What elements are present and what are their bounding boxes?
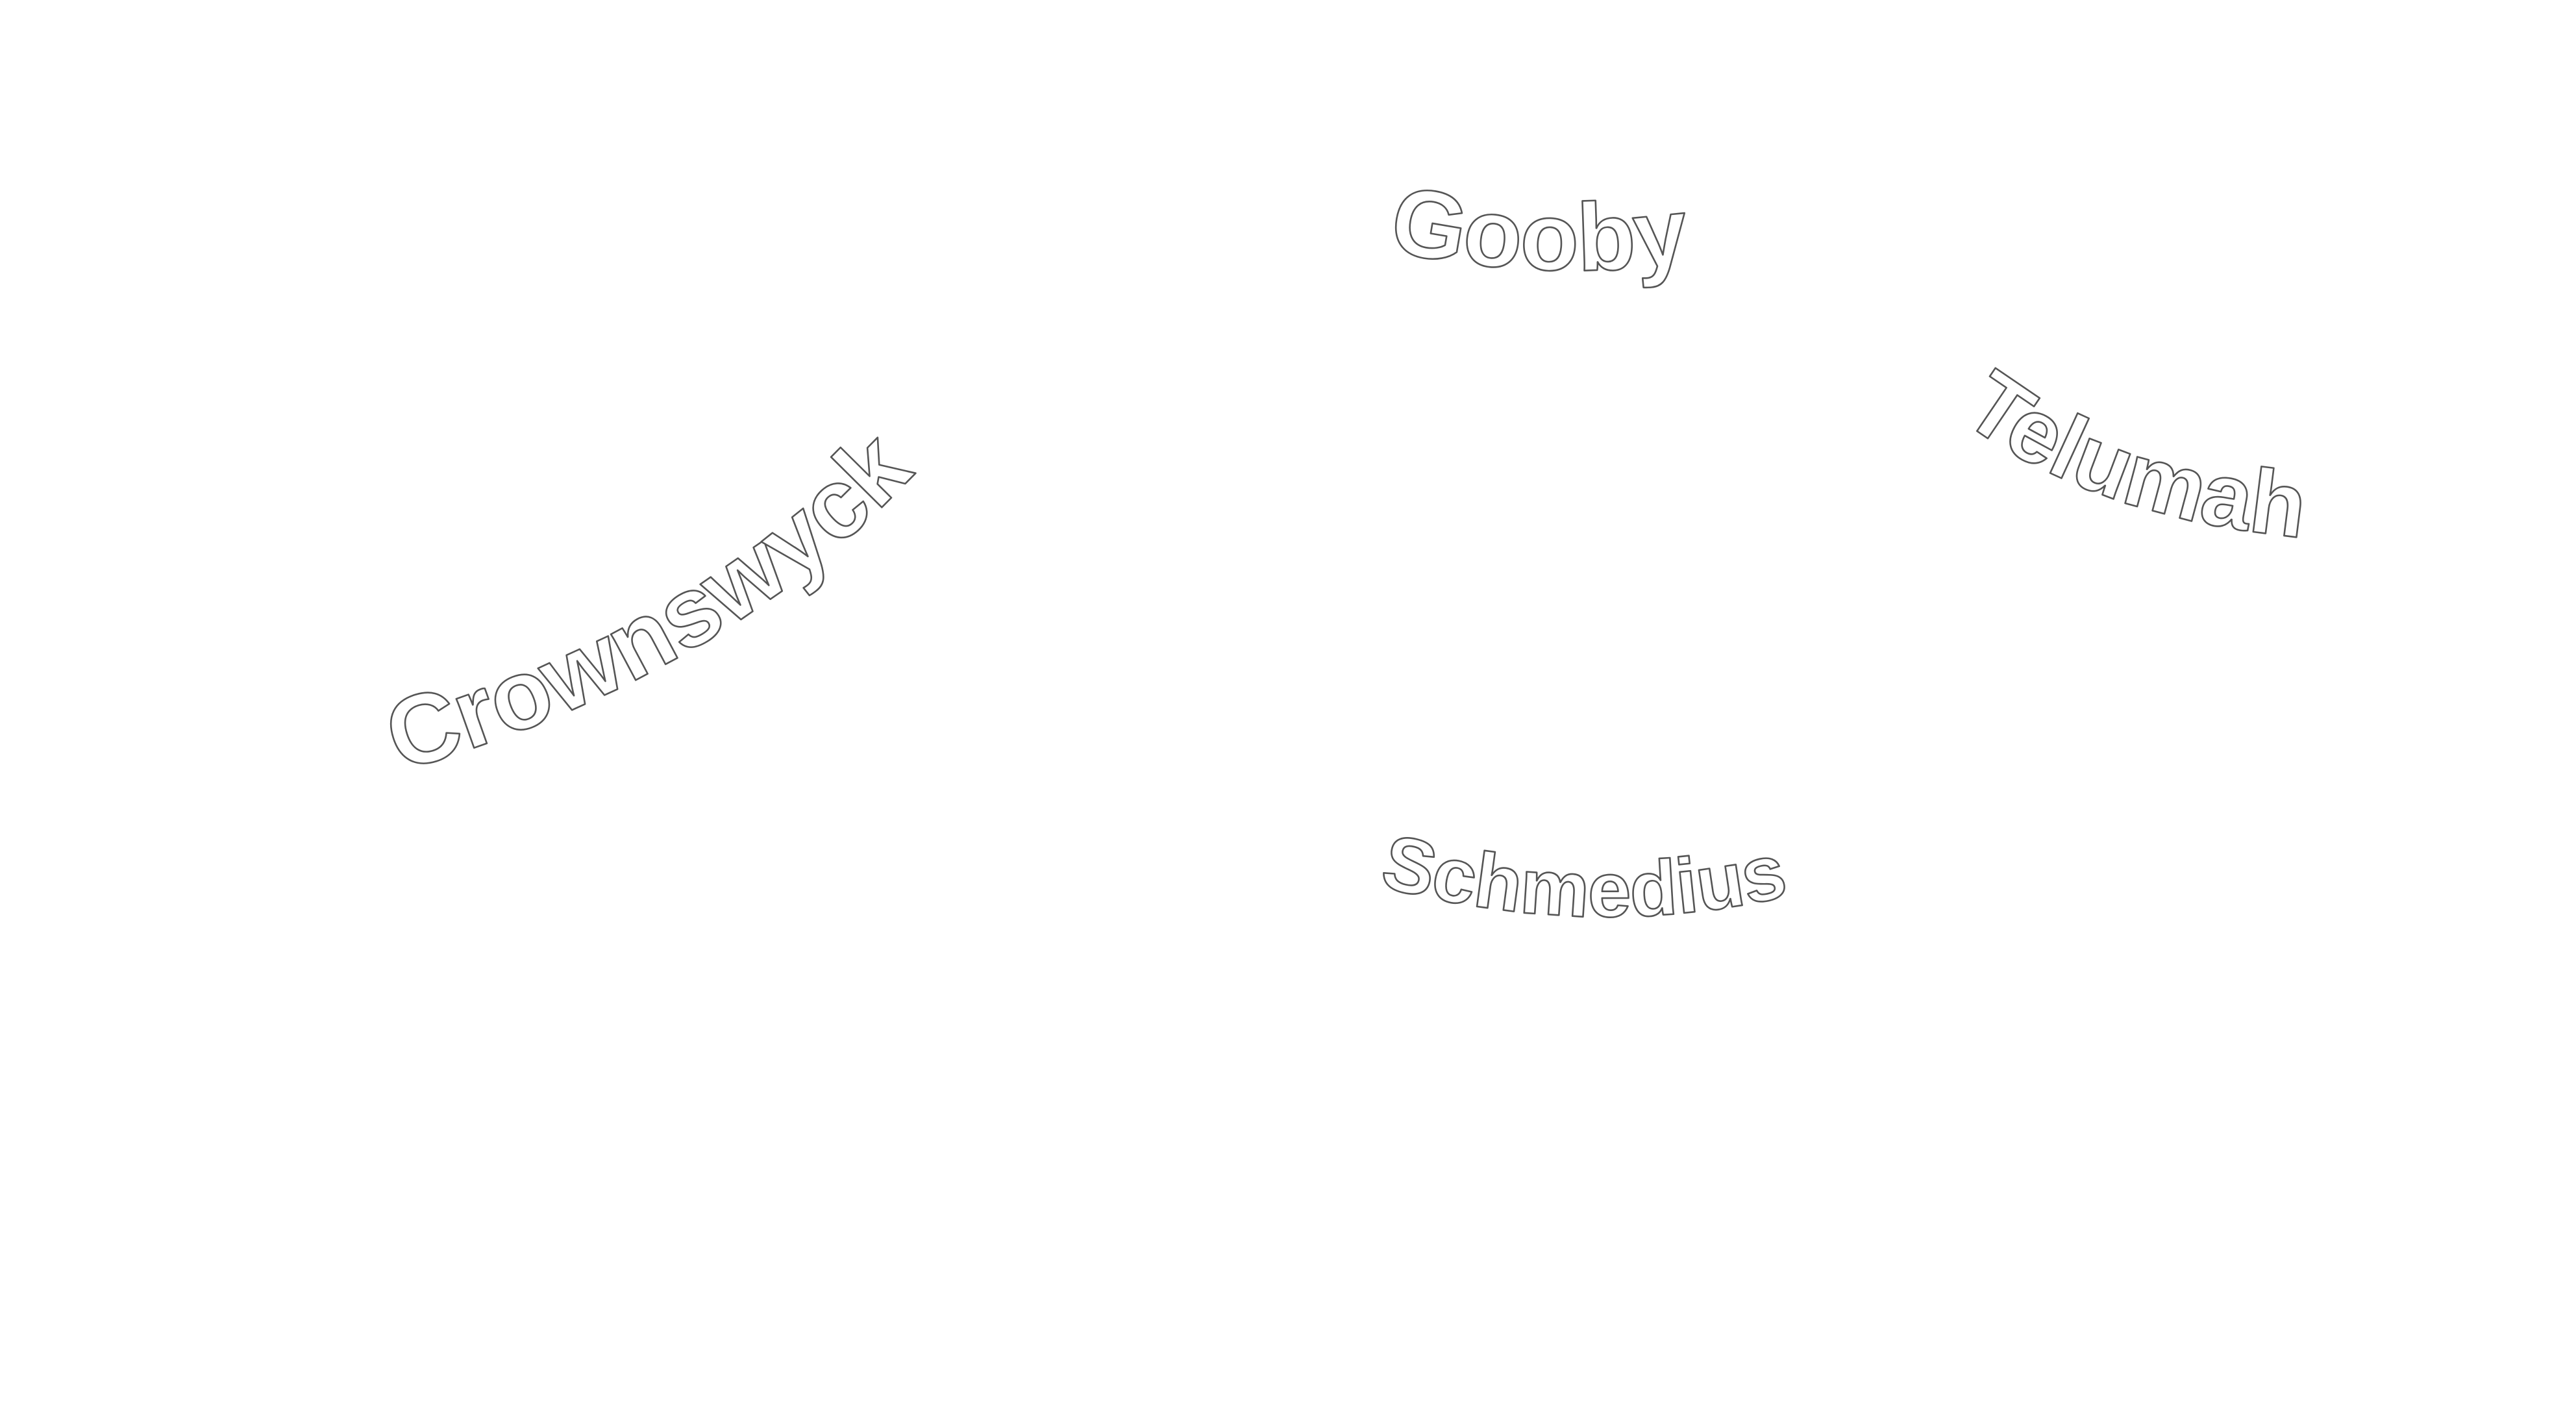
place-label-crownswyck-text: Crownswyck xyxy=(372,410,932,794)
place-label-schmedius: Schmedius xyxy=(1374,818,1793,934)
place-label-gooby-text: Gooby xyxy=(1383,165,1692,292)
place-label-schmedius-text: Schmedius xyxy=(1374,817,1794,934)
place-label-telumah-text: Telumah xyxy=(1948,350,2313,558)
place-label-crownswyck: Crownswyck xyxy=(373,410,931,792)
place-label-telumah: Telumah xyxy=(1948,351,2312,557)
place-label-gooby: Gooby xyxy=(1383,166,1692,292)
